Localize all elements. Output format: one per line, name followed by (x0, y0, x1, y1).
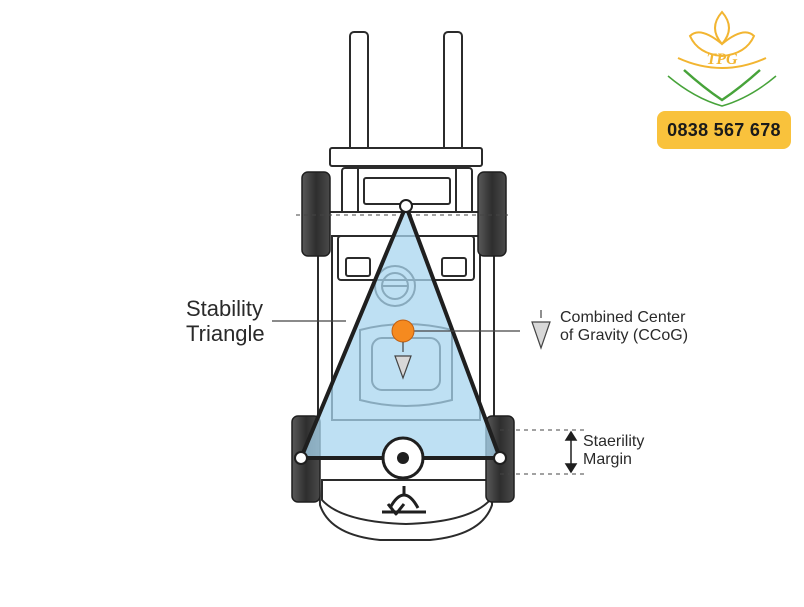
stability-triangle-label-line1: Stability (186, 296, 264, 321)
phone-badge[interactable]: 0838 567 678 (657, 111, 791, 149)
stability-triangle-label: Stability Triangle (186, 296, 286, 347)
margin-label-line1: Staerility (583, 433, 645, 450)
tpg-logo: TPG (667, 10, 777, 107)
margin-label: Staerility Margin (583, 433, 673, 470)
stability-triangle-label-line2: Triangle (186, 321, 265, 347)
logo-text: TPG (706, 51, 738, 68)
balance-icon (382, 486, 426, 516)
plumb-bob-icon (531, 310, 551, 350)
center-of-gravity-marker (391, 319, 520, 380)
ccog-label-line1: Combined Center (560, 309, 686, 326)
margin-arrows (564, 430, 578, 474)
ccog-label: Combined Center of Gravity (CCoG) (560, 309, 700, 346)
ccog-label-line2: of Gravity (CCoG) (560, 327, 689, 345)
mast (329, 31, 483, 173)
phone-number: 0838 567 678 (667, 119, 781, 140)
rear-axle-pivot (381, 436, 425, 480)
margin-label-line2: Margin (583, 451, 632, 469)
